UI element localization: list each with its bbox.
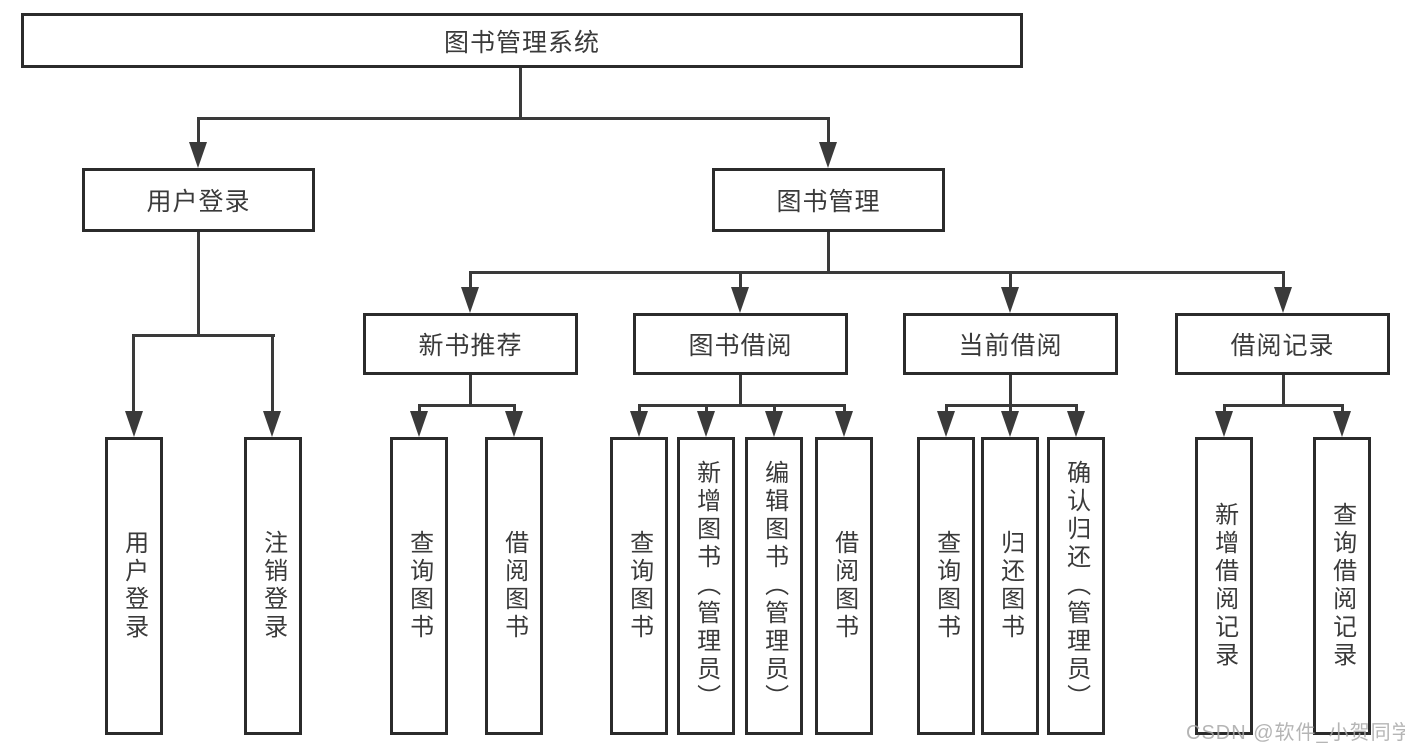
connector-userlogin-branch: [132, 334, 275, 337]
leaf-label: 查询借阅记录: [1328, 502, 1356, 670]
leaf-add-book-admin: 新增图书（管理员）: [677, 437, 735, 735]
connector-level1-branch: [197, 117, 830, 120]
arrow-down-icon: [1274, 287, 1292, 313]
leaf-borrow-books-recommend: 借阅图书: [485, 437, 543, 735]
connector-drop: [739, 271, 742, 291]
node-label: 借阅记录: [1230, 332, 1335, 360]
leaf-label: 查询图书: [932, 530, 960, 642]
arrow-down-icon: [1001, 287, 1019, 313]
arrow-down-icon: [630, 411, 648, 437]
arrow-down-icon: [461, 287, 479, 313]
leaf-label: 编辑图书（管理员）: [760, 460, 788, 712]
leaf-label: 借阅图书: [500, 530, 528, 642]
leaf-label: 新增图书（管理员）: [692, 460, 720, 712]
leaf-user-login: 用户登录: [105, 437, 163, 735]
connector-leaf-branch: [1223, 404, 1344, 407]
arrow-down-icon: [835, 411, 853, 437]
leaf-edit-book-admin: 编辑图书（管理员）: [745, 437, 803, 735]
connector-bookmgmt-stem: [827, 232, 830, 274]
leaf-query-books-current: 查询图书: [917, 437, 975, 735]
arrow-down-icon: [1001, 411, 1019, 437]
arrow-down-icon: [937, 411, 955, 437]
leaf-label: 查询图书: [625, 530, 653, 642]
leaf-return-book: 归还图书: [981, 437, 1039, 735]
arrow-down-icon: [1333, 411, 1351, 437]
connector-drop: [1009, 271, 1012, 291]
connector-drop: [132, 334, 135, 416]
arrow-down-icon: [819, 142, 837, 168]
connector-level2-branch: [469, 271, 1285, 274]
arrow-down-icon: [263, 411, 281, 437]
leaf-label: 新增借阅记录: [1210, 502, 1238, 670]
arrow-down-icon: [189, 142, 207, 168]
node-borrow-records: 借阅记录: [1175, 313, 1390, 375]
leaf-query-borrow-record: 查询借阅记录: [1313, 437, 1371, 735]
connector-stem: [1009, 375, 1012, 407]
arrow-down-icon: [765, 411, 783, 437]
node-label: 图书管理系统: [443, 28, 600, 57]
connector-leaf-branch: [638, 404, 845, 407]
connector-stem: [469, 375, 472, 407]
connector-stem: [739, 375, 742, 407]
arrow-down-icon: [1215, 411, 1233, 437]
node-book-management: 图书管理: [712, 168, 945, 232]
leaf-label: 查询图书: [405, 530, 433, 642]
node-label: 图书借阅: [688, 332, 793, 360]
arrow-down-icon: [505, 411, 523, 437]
node-current-borrow: 当前借阅: [903, 313, 1118, 375]
connector-userlogin-stem: [197, 232, 200, 336]
connector-drop: [1282, 271, 1285, 291]
leaf-label: 确认归还（管理员）: [1062, 460, 1090, 712]
leaf-label: 借阅图书: [830, 530, 858, 642]
connector-leaf-branch: [418, 404, 516, 407]
arrow-down-icon: [125, 411, 143, 437]
leaf-logout: 注销登录: [244, 437, 302, 735]
node-label: 图书管理: [776, 188, 881, 216]
arrow-down-icon: [697, 411, 715, 437]
leaf-label: 归还图书: [996, 530, 1024, 642]
arrow-down-icon: [731, 287, 749, 313]
leaf-label: 用户登录: [120, 530, 148, 642]
leaf-label: 注销登录: [259, 530, 287, 642]
leaf-borrow-books: 借阅图书: [815, 437, 873, 735]
arrow-down-icon: [410, 411, 428, 437]
node-book-borrow: 图书借阅: [633, 313, 848, 375]
leaf-query-books-recommend: 查询图书: [390, 437, 448, 735]
connector-drop: [197, 117, 200, 149]
leaf-confirm-return-admin: 确认归还（管理员）: [1047, 437, 1105, 735]
node-label: 当前借阅: [958, 332, 1063, 360]
node-new-book-recommend: 新书推荐: [363, 313, 578, 375]
connector-drop: [271, 334, 274, 416]
connector-root-stem: [519, 66, 522, 119]
arrow-down-icon: [1067, 411, 1085, 437]
connector-stem: [1282, 375, 1285, 407]
node-library-system: 图书管理系统: [21, 13, 1023, 68]
leaf-add-borrow-record: 新增借阅记录: [1195, 437, 1253, 735]
node-user-login: 用户登录: [82, 168, 315, 232]
node-label: 用户登录: [146, 188, 251, 216]
node-label: 新书推荐: [418, 332, 523, 360]
watermark: CSDN @软件_小贺同学: [1186, 722, 1405, 744]
leaf-query-books-borrow: 查询图书: [610, 437, 668, 735]
connector-drop: [469, 271, 472, 291]
connector-drop: [827, 117, 830, 149]
